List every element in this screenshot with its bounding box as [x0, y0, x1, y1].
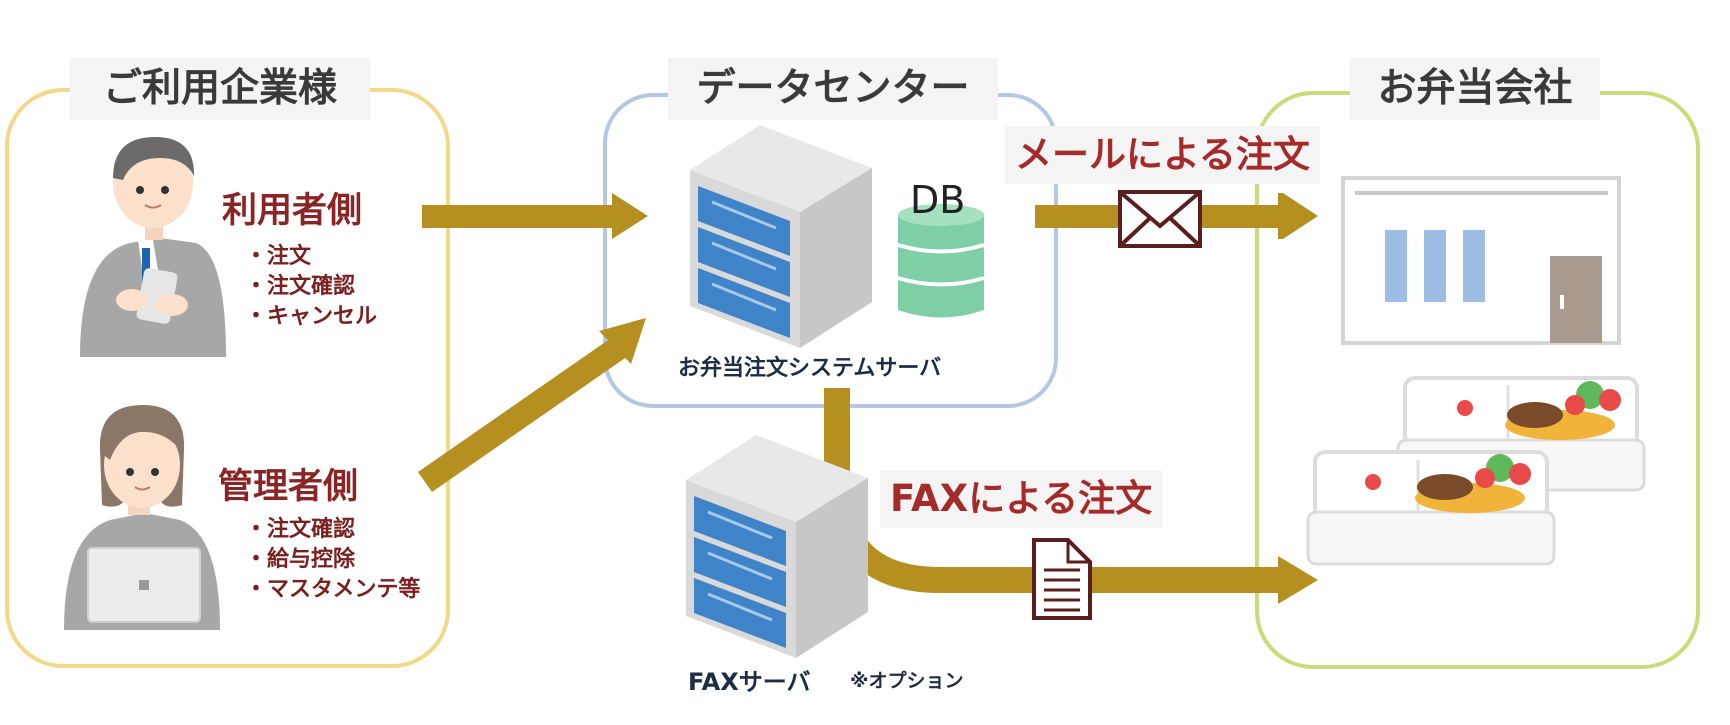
admin-item: 注文確認: [245, 515, 420, 545]
building-icon: [1341, 176, 1621, 345]
woman-icon: [64, 405, 220, 630]
server-label: お弁当注文システムサーバ: [678, 356, 942, 381]
admin-item: 給与控除: [245, 545, 420, 575]
server-icon: [690, 125, 872, 348]
admin-side-title: 管理者側: [218, 467, 359, 507]
database-icon: [897, 204, 985, 318]
arrow-fax-head: [1278, 556, 1318, 604]
user-side-title: 利用者側: [222, 191, 363, 231]
document-icon: [1032, 538, 1092, 620]
datacenter-panel-title: データセンター: [668, 58, 998, 120]
client-panel-title: ご利用企業様: [70, 58, 370, 120]
mail-order-label: メールによる注文: [1005, 126, 1320, 184]
db-label: DB: [910, 178, 966, 222]
admin-item: マスタメンテ等: [245, 575, 420, 605]
man-icon: [80, 137, 226, 357]
bento-icon: [1306, 376, 1646, 566]
vendor-panel-title: お弁当会社: [1350, 58, 1600, 120]
fax-server-icon: [686, 435, 868, 658]
fax-server-label: FAXサーバ: [688, 668, 811, 696]
arrow-user-to-server: [422, 193, 648, 239]
admin-side-list: 注文確認 給与控除 マスタメンテ等: [245, 515, 420, 605]
fax-order-label: FAXによる注文: [880, 470, 1163, 528]
fax-server-note: ※オプション: [850, 670, 964, 692]
user-side-list: 注文 注文確認 キャンセル: [245, 242, 377, 332]
user-item: 注文確認: [245, 272, 377, 302]
mail-icon: [1118, 190, 1202, 248]
arrow-admin-to-server: [418, 318, 646, 492]
user-item: キャンセル: [245, 302, 377, 332]
bento-front: [1306, 450, 1556, 566]
user-item: 注文: [245, 242, 377, 272]
